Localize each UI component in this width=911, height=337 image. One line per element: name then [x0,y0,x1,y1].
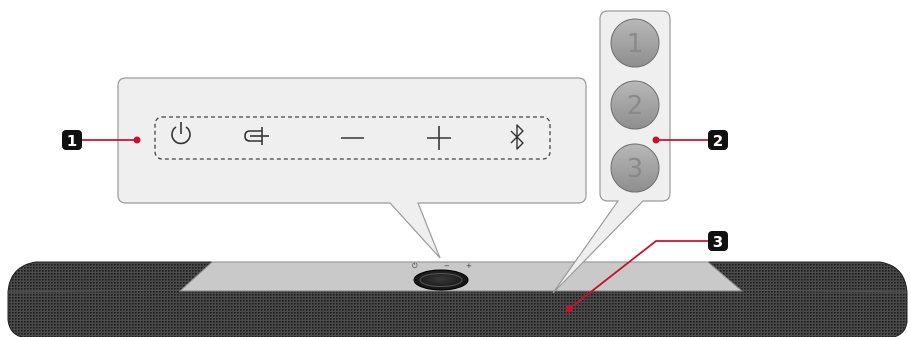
led-indicator-2 [610,80,660,130]
input-source-icon [244,127,269,145]
callout-3: 3 [565,231,728,313]
soundbar: ⏻ − + [7,261,908,337]
top-symbol-plus: + [466,262,472,270]
callout-1-number: 1 [67,132,77,150]
led-indicator-2-label: 2 [627,91,644,121]
led-indicator-3 [610,143,660,193]
callout-1-dot [133,136,141,144]
button-panel-outline [154,116,551,160]
callout-2: 2 [652,130,728,150]
callout-3-leader [568,240,708,310]
callout-1-badge [62,130,82,150]
control-panel-callout [117,77,587,259]
led-indicator-1-label: 1 [627,29,644,59]
bluetooth-icon [510,124,524,150]
callout-bubble [117,77,587,259]
callout-2-number: 2 [713,132,723,150]
callout-3-number: 3 [713,233,723,251]
top-symbol-minus: − [444,262,450,270]
volume-up-icon [427,126,451,150]
power-icon [171,122,191,145]
callout-3-badge [708,231,728,251]
callout-2-badge [708,130,728,150]
led-indicator-1 [610,18,660,68]
control-knob-ring [419,273,463,287]
callout-1: 1 [62,130,141,150]
led-indicator-callout: 1 2 3 [552,10,671,294]
led-indicator-3-label: 3 [627,154,644,184]
top-symbol-power: ⏻ [412,262,418,270]
